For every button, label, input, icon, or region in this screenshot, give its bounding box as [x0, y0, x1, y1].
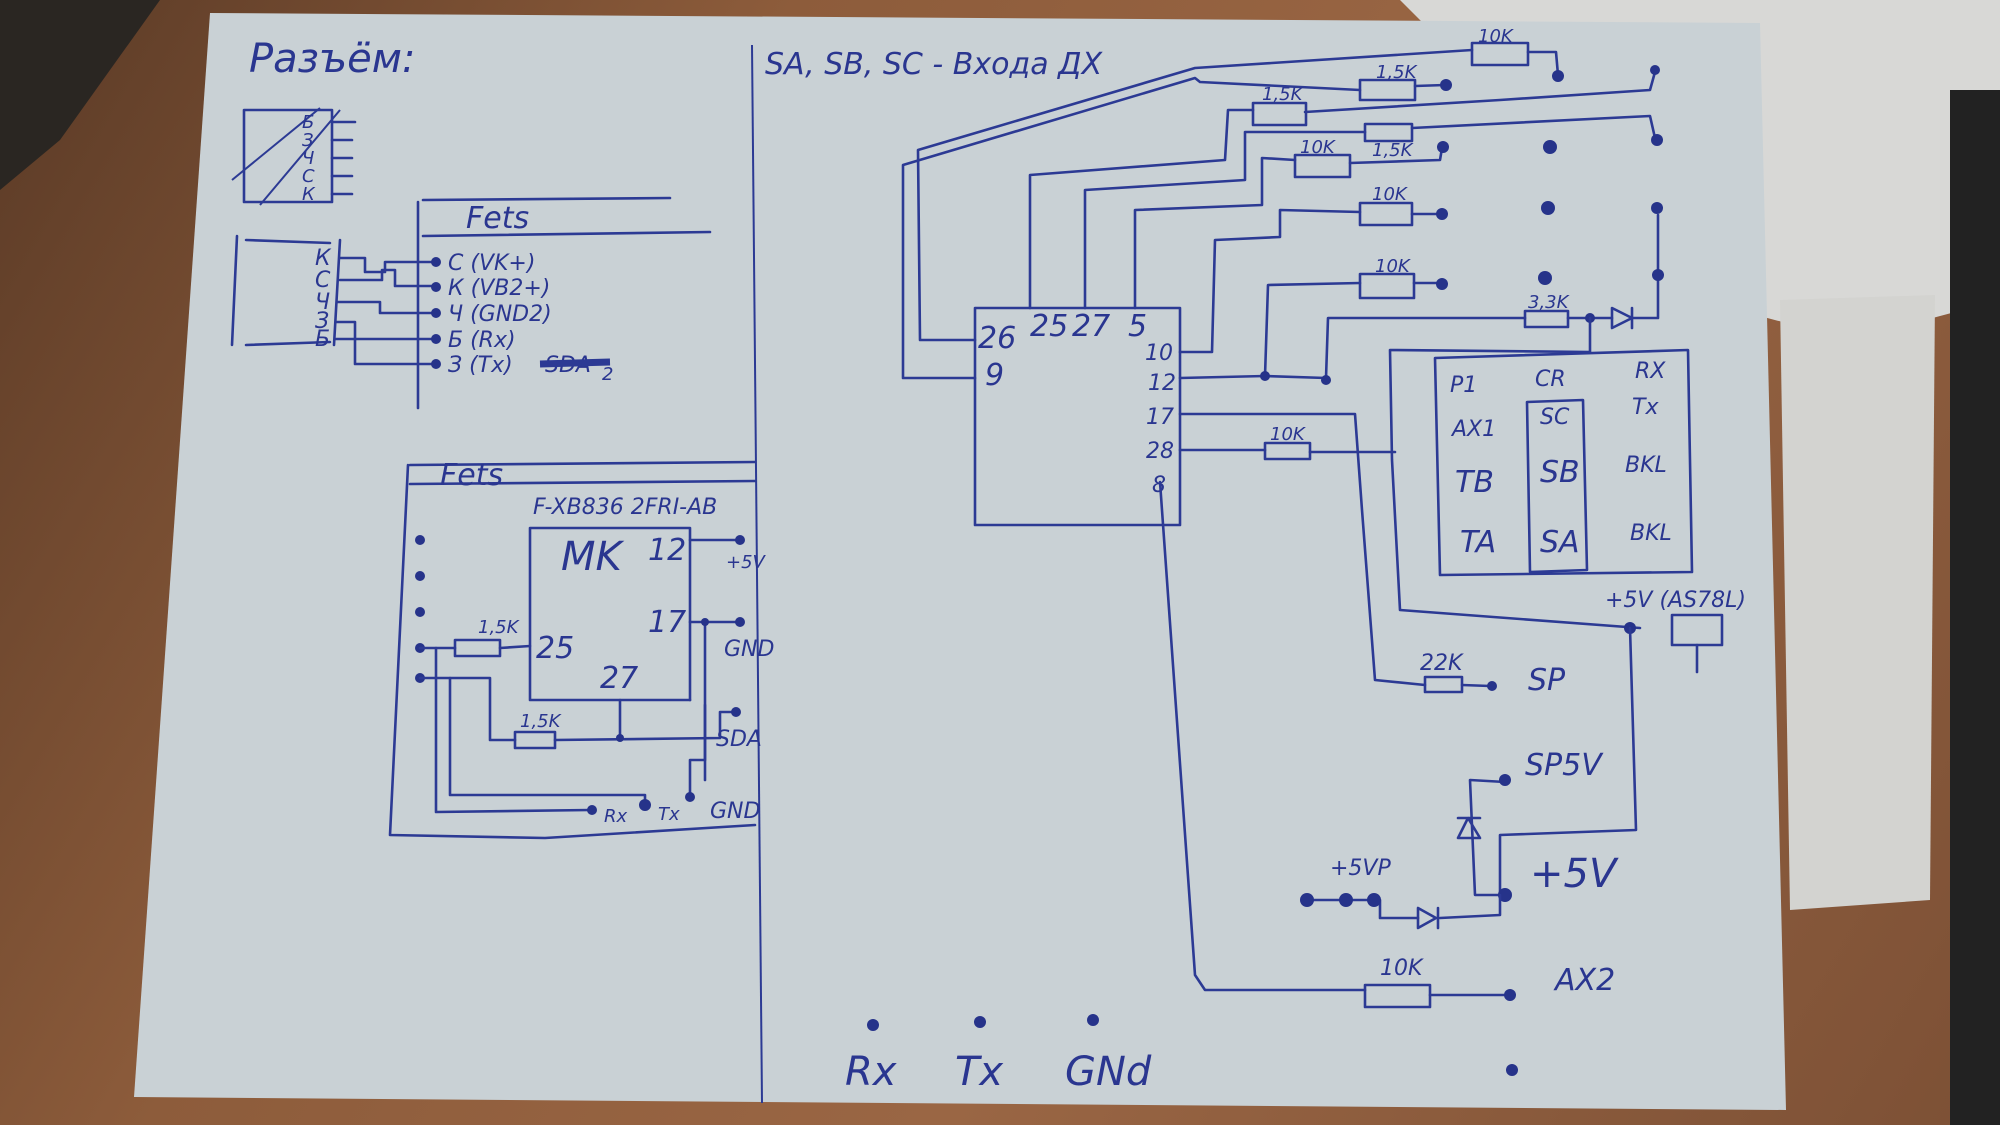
- laptop-edge: [1950, 90, 2000, 1125]
- resistor-label: 1,5K: [1262, 84, 1304, 105]
- resistor-label: 10K: [1478, 26, 1514, 47]
- connector-cell: P1: [1450, 373, 1477, 398]
- connector-symbol: [231, 107, 357, 206]
- mcu-chip: [528, 526, 692, 702]
- fets-pin-label: З (Tx): [448, 353, 513, 378]
- connector-pin-label: К: [315, 246, 332, 271]
- connector-cell: BKL: [1630, 521, 1672, 546]
- fets-bottom-wires: [415, 535, 745, 815]
- resistor-label: 1,5K: [1372, 140, 1414, 161]
- mcu-pin: 17: [1146, 405, 1174, 430]
- output-label-5v: +5V: [726, 552, 767, 573]
- mcu-pin-27: 27: [600, 661, 638, 696]
- connector-pin-label: Ч: [315, 290, 330, 315]
- mcu-pin-17: 17: [648, 605, 686, 640]
- plus5v-label: +5V: [1530, 851, 1619, 897]
- fets-pin-label: Ч (GND2): [448, 302, 552, 327]
- regulator-label: +5V (AS78L): [1605, 588, 1746, 613]
- connector-pin-label: С: [315, 268, 331, 293]
- mcu-pin-25: 25: [536, 631, 574, 666]
- mcu-pin: 26: [978, 321, 1016, 356]
- connector-cell: AX1: [1450, 417, 1496, 442]
- connector-cell: TA: [1460, 525, 1496, 560]
- resistor-label: 10K: [1270, 424, 1306, 445]
- fets-bottom-title: Fets: [440, 458, 503, 493]
- connector-cell: Tx: [1632, 395, 1659, 420]
- crossed-out-number: 2: [602, 364, 613, 385]
- mcu-pin-12: 12: [648, 533, 686, 568]
- bottom-pin-gnd: GNd: [1065, 1049, 1152, 1095]
- pin-label-tx: Tx: [658, 804, 680, 825]
- fets-top-frame: [416, 196, 712, 410]
- connector-cell: SB: [1540, 455, 1580, 490]
- fets-top-title: Fets: [466, 201, 529, 236]
- symbol-pin-label: К: [302, 184, 316, 205]
- output-label-gnd: GND: [724, 637, 774, 662]
- right-title: SA, SB, SC - Входа ДХ: [765, 47, 1104, 82]
- fets-pin-label: С (VK+): [448, 251, 535, 276]
- symbol-pin-label: С: [302, 166, 315, 187]
- bottom-pin-tx: Tx: [955, 1049, 1003, 1095]
- resistor-label: 22K: [1420, 651, 1464, 676]
- scribble-mark: [539, 358, 611, 368]
- mcu-pin: 5: [1128, 309, 1147, 344]
- right-wires: [867, 41, 1724, 1076]
- output-label-gnd2: GND: [710, 799, 760, 824]
- symbol-pin-label: З: [302, 130, 314, 151]
- connector-pin-label: З: [315, 309, 329, 334]
- resistor-label: 10K: [1300, 137, 1336, 158]
- sp-label: SP: [1528, 663, 1566, 698]
- pin-label-rx: Rx: [604, 806, 628, 827]
- mcu-pin: 12: [1148, 371, 1176, 396]
- resistor-label: 1,5K: [1376, 62, 1418, 83]
- output-connector: [1433, 348, 1694, 577]
- mcu-pin: 10: [1145, 341, 1173, 366]
- connector-cell: BKL: [1625, 453, 1667, 478]
- resistor-label: 10K: [1375, 256, 1411, 277]
- mcu-pin: 9: [985, 358, 1004, 393]
- connector-body: [230, 234, 342, 347]
- resistor-label: 1,5K: [478, 617, 520, 638]
- fets-bottom-frame: [388, 460, 757, 840]
- background-paper-2: [1780, 295, 1935, 910]
- resistor-label: 1,5K: [520, 711, 562, 732]
- mcu-pin: 28: [1146, 439, 1174, 464]
- dark-object: [0, 0, 160, 190]
- fets-pin-label: К (VB2+): [448, 276, 550, 301]
- plus5vp-label: +5VP: [1330, 856, 1391, 881]
- connector-cell: RX: [1635, 359, 1666, 384]
- symbol-pin-label: Б: [302, 112, 314, 133]
- connector-cell: CR: [1535, 367, 1566, 392]
- output-label-sda: SDA: [716, 727, 762, 752]
- connector-cell: SA: [1540, 525, 1580, 560]
- paper-sheet: [134, 13, 1786, 1110]
- mcu-pin: 25: [1030, 309, 1068, 344]
- connector-pin-label: Б: [315, 327, 330, 352]
- resistor-label: 10K: [1372, 184, 1408, 205]
- resistor-label: 3,3K: [1528, 292, 1570, 313]
- divider-line: [751, 44, 763, 1104]
- connector-title: Разъём:: [249, 36, 415, 82]
- sp5v-label: SP5V: [1525, 748, 1604, 783]
- mcu-pin: 27: [1072, 309, 1110, 344]
- mcu-label: MK: [561, 534, 625, 580]
- chip-model-label: F-XB836 2FRI-AB: [533, 495, 717, 520]
- connector-cell: TB: [1455, 465, 1494, 500]
- main-mcu-chip: [973, 306, 1182, 527]
- connector-cell: SC: [1540, 405, 1570, 430]
- fets-top-pin-dots: [431, 257, 441, 369]
- ax2-label: AX2: [1553, 963, 1615, 998]
- bottom-pin-rx: Rx: [845, 1049, 897, 1095]
- resistor-label: 10K: [1380, 956, 1424, 981]
- fets-pin-label: Б (Rx): [448, 328, 516, 353]
- symbol-pin-label: Ч: [302, 148, 314, 169]
